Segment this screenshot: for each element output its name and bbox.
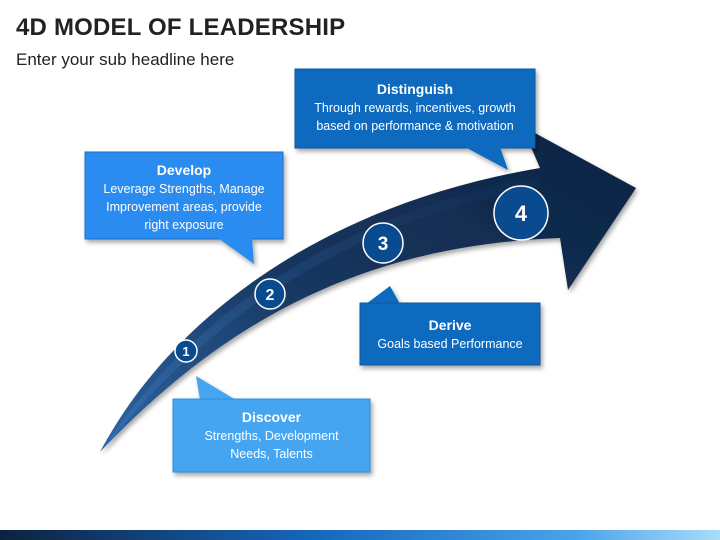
distinguish-heading: Distinguish (376, 81, 454, 97)
distinguish-callout-shape (294, 68, 536, 170)
develop-heading: Develop (156, 162, 212, 178)
bottom-accent-bar (0, 530, 720, 540)
develop-text-line-1: Leverage Strengths, Manage (103, 182, 265, 196)
step-2-number: 2 (266, 287, 275, 304)
distinguish-text-line-2: based on performance & motivation (316, 119, 514, 133)
derive-callout: Derive Goals based Performance (360, 316, 540, 353)
step-3-marker: 3 (362, 222, 404, 264)
discover-text-line-2: Needs, Talents (230, 447, 313, 461)
discover-callout: Discover Strengths, Development Needs, T… (173, 408, 370, 463)
distinguish-text-line-1: Through rewards, incentives, growth (314, 101, 516, 115)
develop-callout-shape (84, 151, 284, 264)
step-3-number: 3 (378, 234, 389, 255)
derive-callout-shape (359, 286, 541, 366)
develop-text-line-3: right exposure (144, 218, 224, 232)
step-4-marker: 4 (493, 185, 549, 241)
discover-callout-shape (172, 376, 371, 473)
step-4-number: 4 (515, 201, 528, 226)
derive-heading: Derive (428, 317, 472, 333)
page-subtitle: Enter your sub headline here (16, 50, 235, 69)
develop-callout: Develop Leverage Strengths, Manage Impro… (85, 161, 283, 234)
step-2-marker: 2 (254, 278, 286, 310)
distinguish-callout: Distinguish Through rewards, incentives,… (295, 80, 535, 135)
step-1-marker: 1 (174, 339, 198, 363)
discover-heading: Discover (241, 409, 302, 425)
develop-text-line-2: Improvement areas, provide (106, 200, 262, 214)
step-1-number: 1 (182, 344, 189, 359)
discover-text-line-1: Strengths, Development (204, 429, 339, 443)
page-title: 4D MODEL OF LEADERSHIP (16, 14, 346, 41)
derive-text-line-1: Goals based Performance (377, 337, 523, 351)
